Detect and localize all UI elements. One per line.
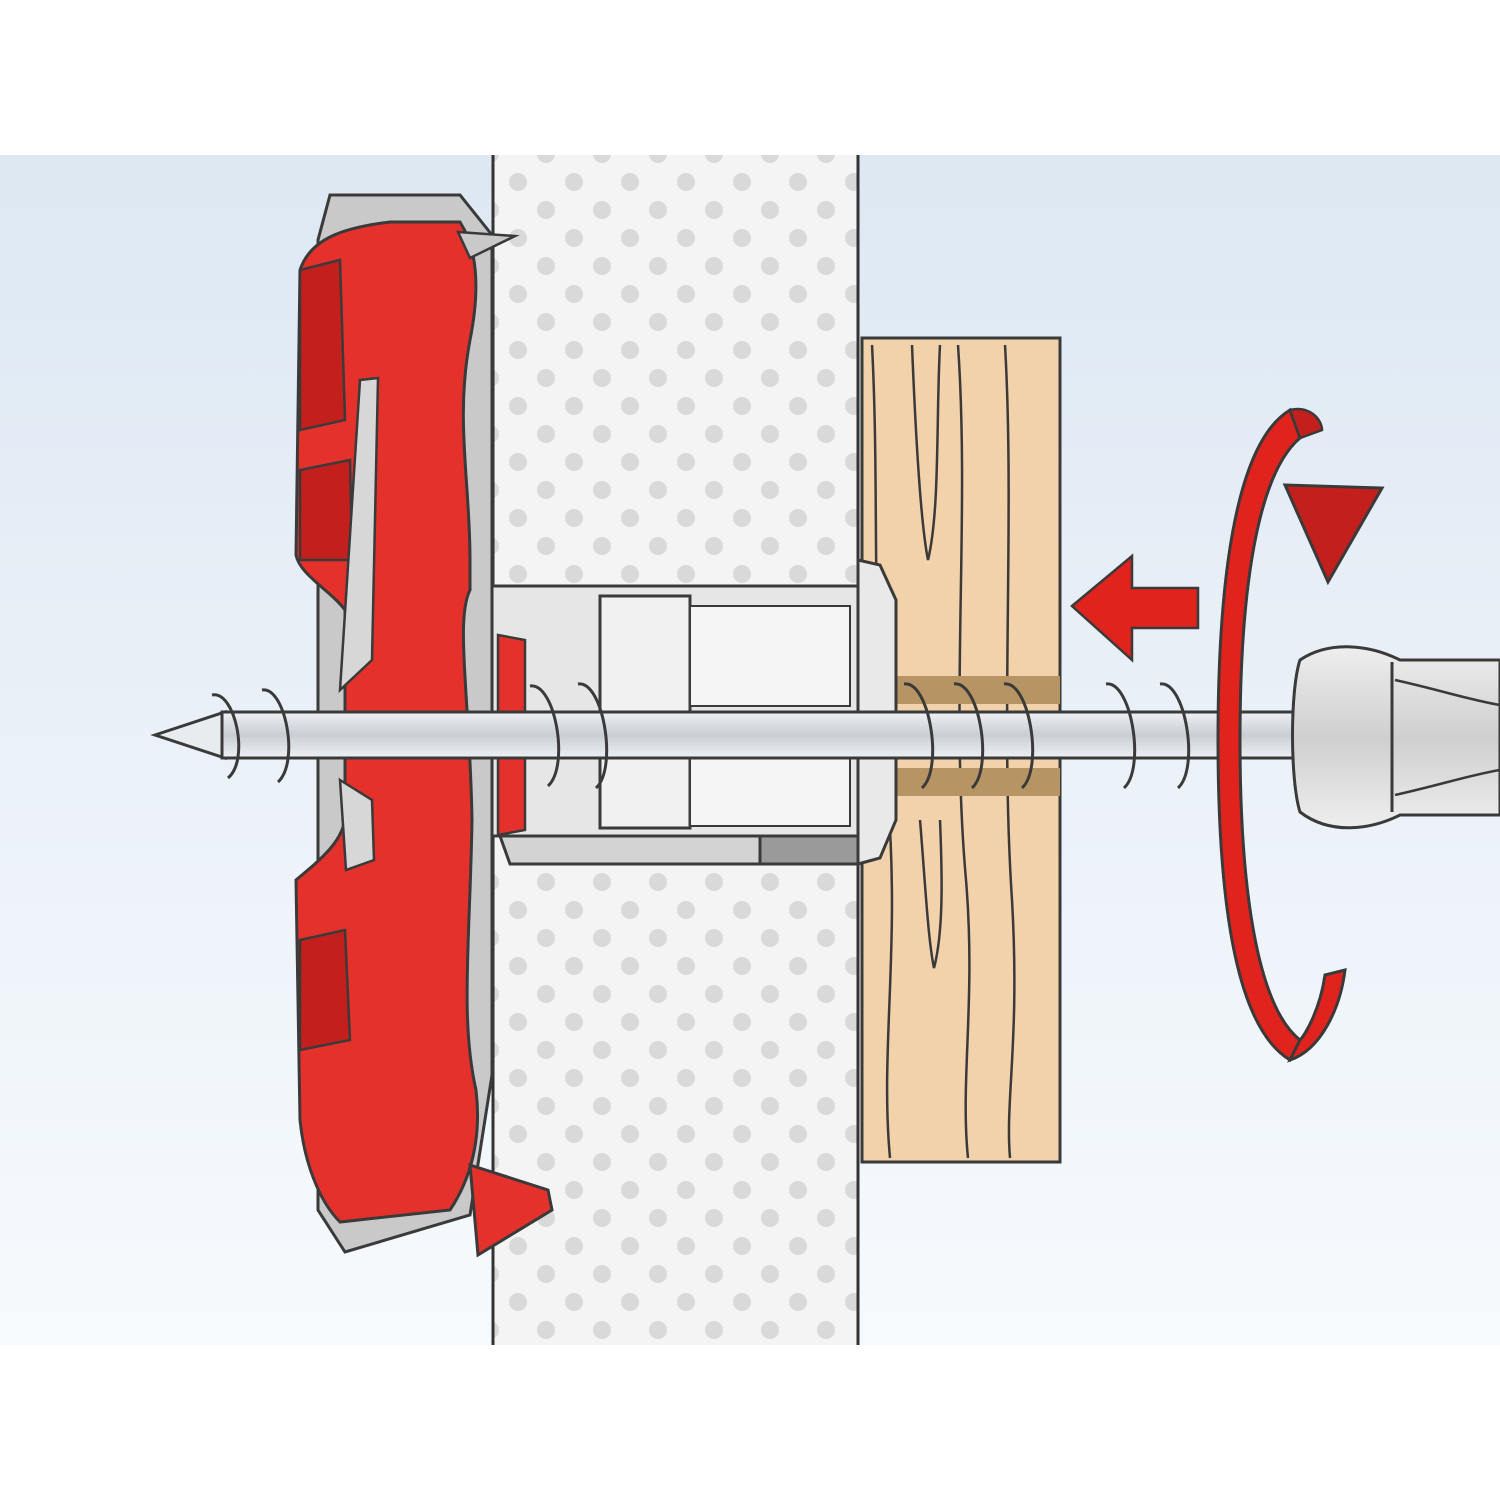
screwdriver [1291, 645, 1500, 830]
rotation-arrow-icon [1216, 407, 1385, 1063]
push-arrow-icon [1070, 553, 1200, 663]
wood-screw [150, 682, 1304, 790]
